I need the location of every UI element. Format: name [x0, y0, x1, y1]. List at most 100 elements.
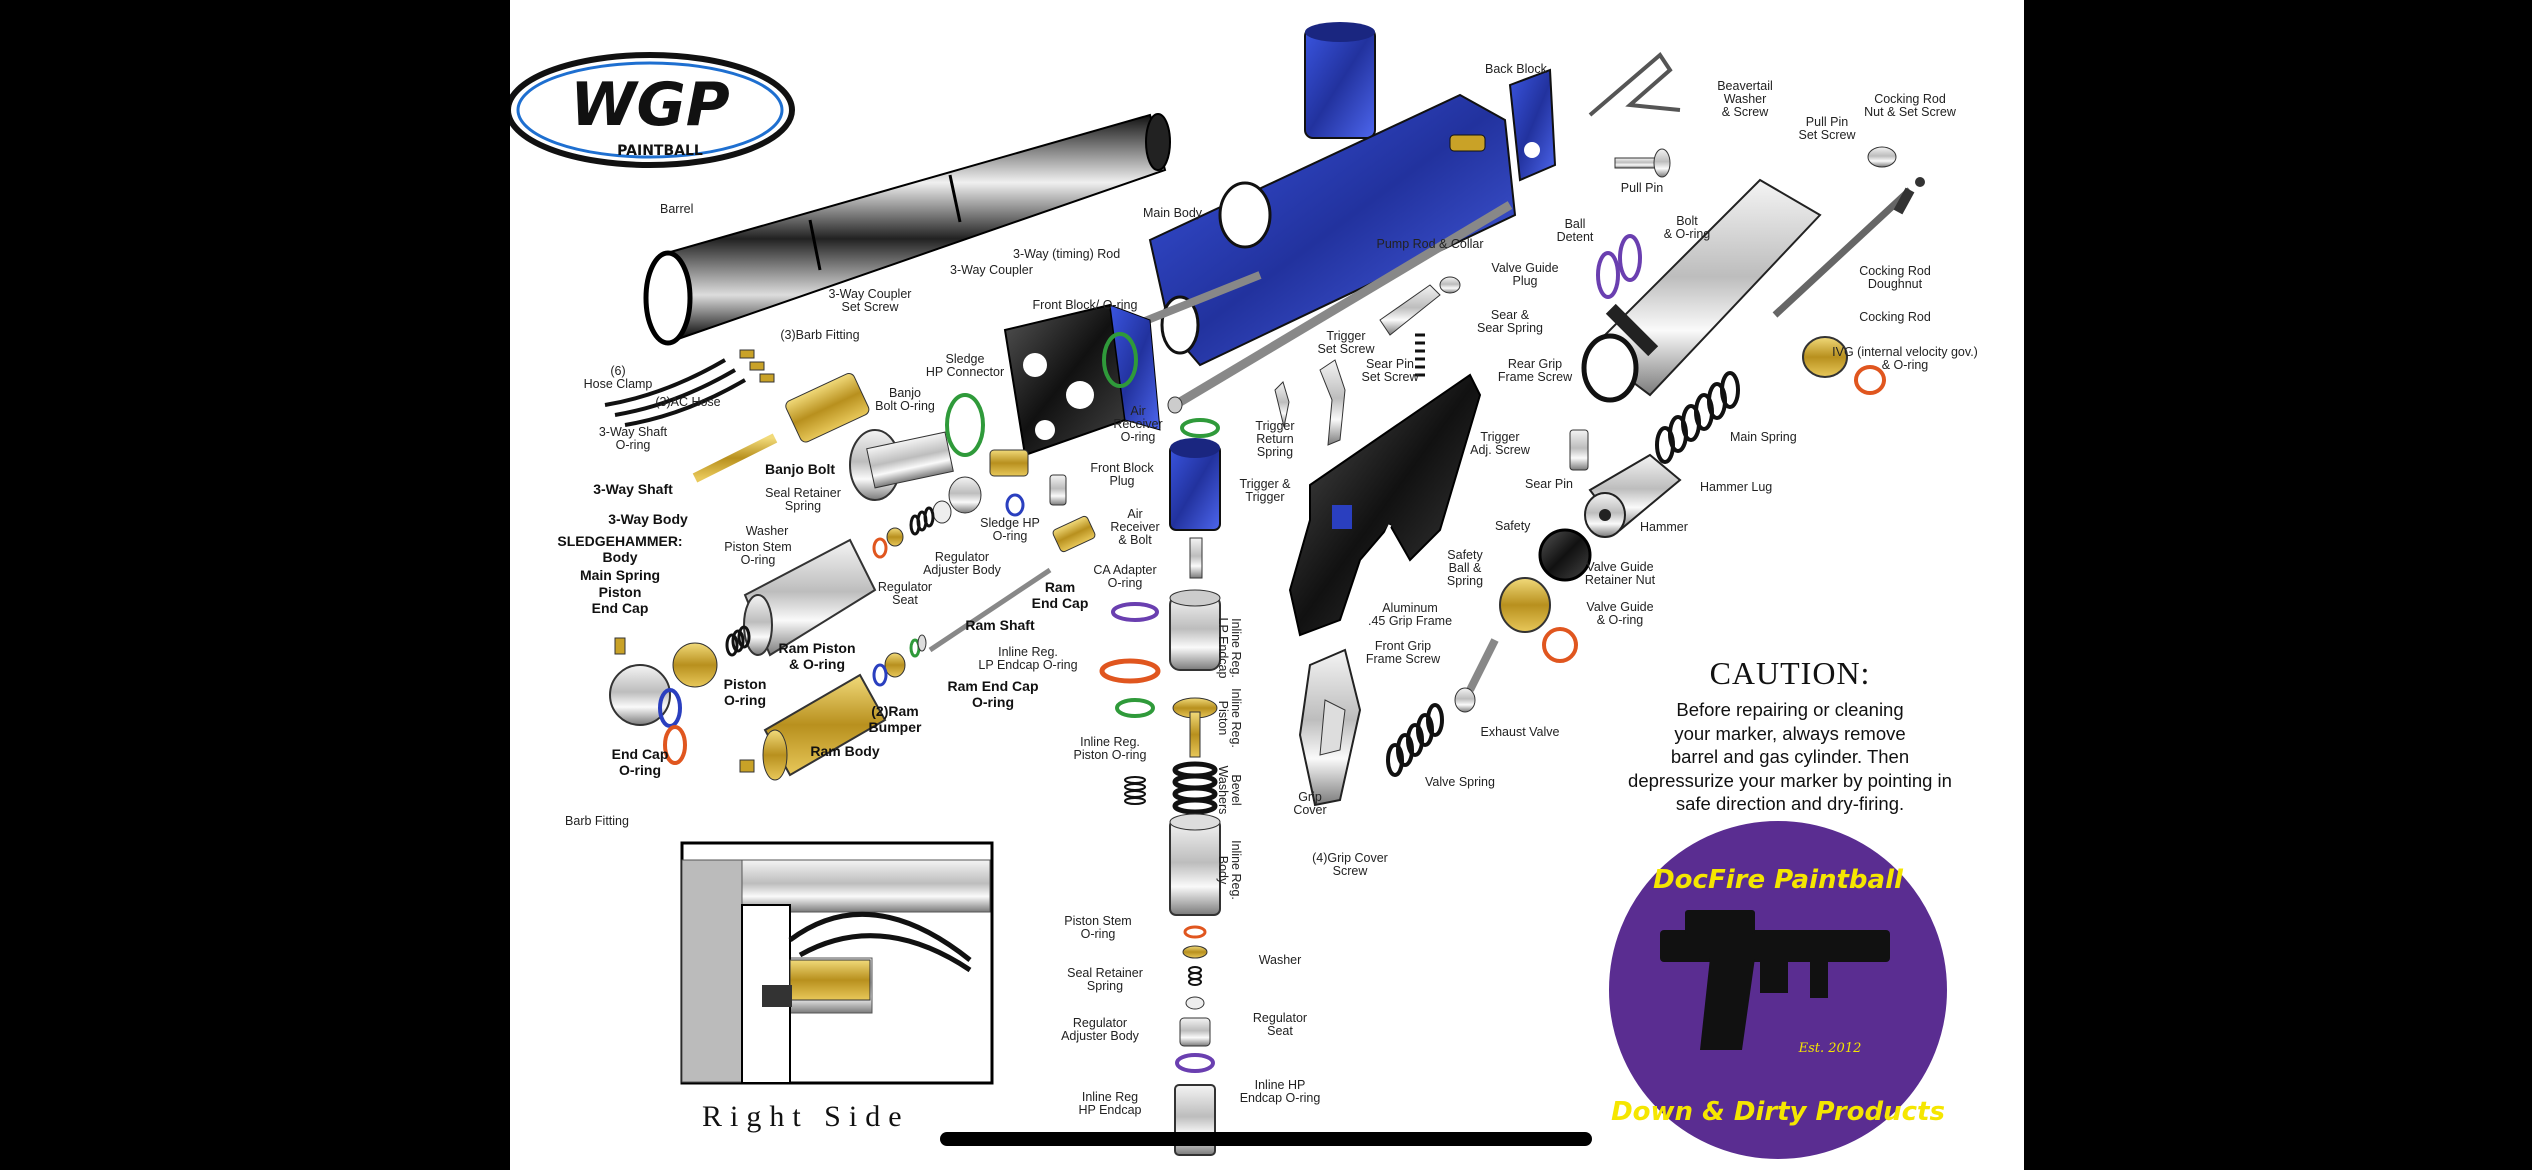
front-block-plug-part	[1049, 474, 1067, 506]
label-barrel: Barrel	[660, 202, 693, 216]
label-washer2: Washer	[1259, 953, 1302, 967]
valve-guide-retainer-part	[1538, 528, 1592, 582]
regulator-left-parts	[872, 476, 982, 559]
label-pull-pin: Pull Pin	[1621, 181, 1663, 195]
label-hammer-lug: Hammer Lug	[1700, 480, 1772, 494]
label-main-spring-r: Main Spring	[1730, 430, 1797, 444]
inset-caption: Right Side	[702, 1100, 910, 1133]
sledge-hp-part	[989, 449, 1029, 517]
label-trigger: Trigger &Trigger	[1240, 477, 1292, 504]
hammer-part	[1584, 453, 1682, 538]
ivg-part	[1802, 336, 1886, 395]
barrel-part	[643, 113, 1171, 346]
label-ram-piston: Ram Piston& O-ring	[778, 640, 855, 672]
label-barb-fitting: Barb Fitting	[565, 814, 629, 828]
label-exhaust-valve: Exhaust Valve	[1481, 725, 1560, 739]
piston-end-cap-part	[672, 642, 718, 688]
pump-rod-part	[1167, 201, 1513, 414]
badge-line1: DocFire Paintball	[1653, 865, 1904, 895]
pull-pin-part	[1614, 148, 1671, 178]
label-inline-piston: Inline Reg.Piston	[1216, 688, 1243, 748]
air-receiver-part	[1169, 418, 1221, 579]
bolt-part	[1581, 178, 1822, 403]
label-washer: Washer	[746, 524, 789, 538]
label-pump-rod: Pump Rod & Collar	[1377, 237, 1484, 251]
exhaust-valve-part	[1454, 638, 1499, 713]
label-barb-fitting3: (3)Barb Fitting	[780, 328, 859, 342]
label-ram-shaft: Ram Shaft	[965, 617, 1035, 633]
caution-block: CAUTION: Before repairing or cleaning yo…	[1585, 655, 1995, 816]
label-front-block: Front Block/ O-ring	[1033, 298, 1138, 312]
label-three-way-rod: 3-Way (timing) Rod	[1013, 247, 1120, 261]
ram-end-cap-part	[1052, 515, 1096, 553]
exploded-parts-diagram: WGP PAINTBALL	[510, 22, 1978, 1165]
label-main-spring-l: Main Spring	[580, 567, 660, 583]
label-sear-spring: Sear &Sear Spring	[1477, 308, 1543, 335]
grip-frame-part	[1288, 373, 1482, 637]
ac-hose-part	[604, 358, 747, 427]
label-ac-hose: (3)AC Hose	[655, 395, 720, 409]
back-block-part	[1508, 68, 1557, 182]
home-indicator-bar[interactable]	[940, 1132, 1592, 1146]
label-banjo-bolt: Banjo Bolt	[765, 461, 835, 477]
badge-est: Est. 2012	[1798, 1041, 1862, 1056]
caution-line: barrel and gas cylinder. Then	[1670, 746, 1910, 767]
label-cocking-rod: Cocking Rod	[1859, 310, 1931, 324]
label-bevel-washers: BevelWashers	[1216, 766, 1243, 815]
label-main-body: Main Body	[1143, 206, 1203, 220]
label-aluminum-frame: Aluminum.45 Grip Frame	[1368, 601, 1452, 628]
label-three-way-body: 3-Way Body	[608, 511, 688, 527]
hammer-lug-part	[1569, 429, 1589, 471]
label-back-block: Back Block	[1485, 62, 1548, 76]
front-block-part	[1003, 303, 1161, 457]
label-sledgehammer: SLEDGEHAMMER:Body	[557, 533, 682, 565]
end-cap-part	[609, 637, 687, 765]
badge-line2: Down & Dirty Products	[1611, 1097, 1945, 1127]
label-sear-pin: Sear Pin	[1525, 477, 1573, 491]
ram-body-part	[739, 673, 887, 781]
label-inline-piston-oring: Inline Reg.Piston O-ring	[1074, 735, 1147, 762]
label-inline-lp-endcap: Inline Reg.LP Endcap	[1216, 618, 1243, 679]
caution-line: Before repairing or cleaning	[1676, 699, 1904, 720]
ram-shaft-part	[928, 567, 1052, 653]
beavertail-part	[1588, 52, 1681, 117]
three-way-body-part	[692, 372, 870, 483]
right-side-inset	[680, 841, 994, 1085]
label-inline-body: Inline Reg.Body	[1216, 840, 1243, 900]
banjo-bolt-part	[849, 393, 985, 501]
label-hose-clamp: (6)Hose Clamp	[584, 364, 653, 391]
main-spring-right	[1655, 371, 1740, 464]
logo-text: WGP	[570, 70, 729, 140]
caution-line: safe direction and dry-firing.	[1675, 793, 1905, 814]
label-three-way-coupler: 3-Way Coupler	[950, 263, 1033, 277]
sledgehammer-body-part	[743, 538, 877, 657]
wgp-logo: WGP PAINTBALL	[510, 52, 795, 168]
